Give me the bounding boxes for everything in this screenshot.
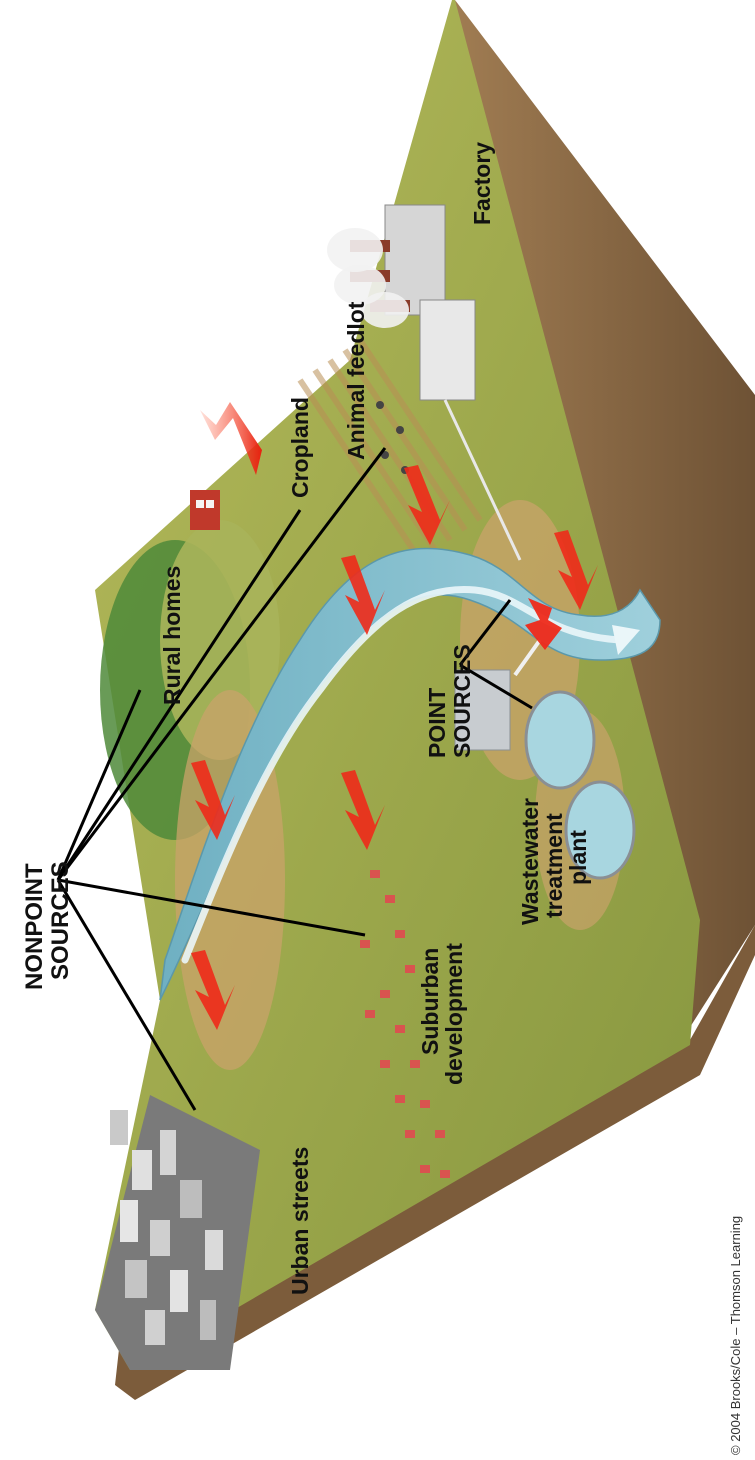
label-animal-feedlot: Animal feedlot [343,301,369,460]
label-factory: Factory [469,142,495,225]
label-point-line1: POINT [424,688,450,758]
label-point-line2: SOURCES [449,644,475,758]
label-suburban-line2: development [441,943,467,1085]
label-suburban-line1: Suburban [417,948,443,1055]
label-nonpoint-line2: SOURCES [47,861,74,980]
label-wastewater-line1: Wastewater [517,798,543,925]
label-wastewater-line3: plant [565,830,591,885]
copyright-notice: © 2004 Brooks/Cole – Thomson Learning [728,1216,743,1455]
runoff-arrow [200,402,262,475]
runoff-arrows [200,402,262,475]
barn-drawing [190,490,220,530]
label-rural-homes: Rural homes [159,566,185,705]
label-urban-streets: Urban streets [287,1147,313,1295]
label-wastewater-line2: treatment [541,813,567,918]
label-cropland: Cropland [287,397,313,498]
label-nonpoint-line1: NONPOINT [21,863,48,990]
